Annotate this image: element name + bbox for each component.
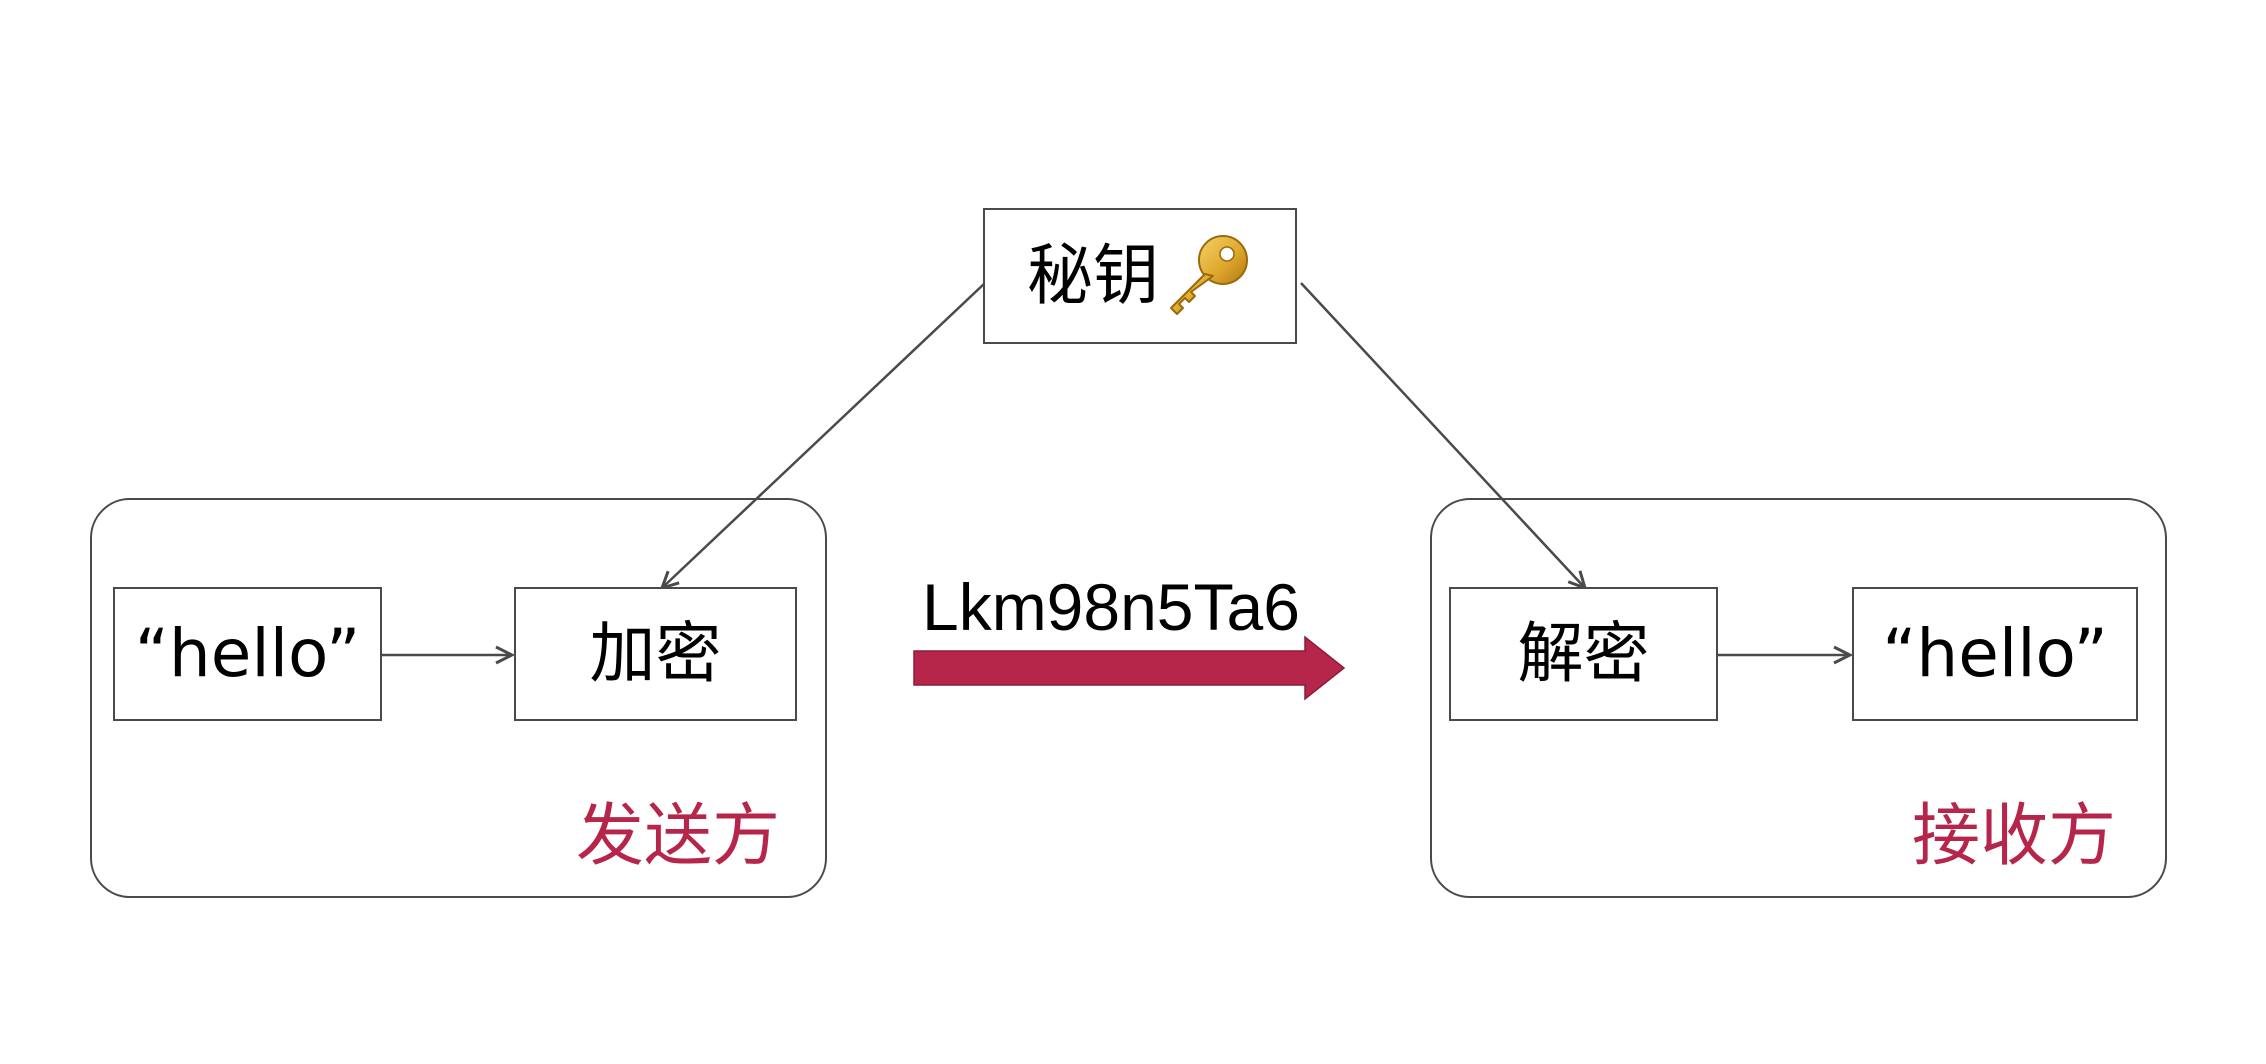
receiver-group (1430, 498, 2167, 898)
key-box: 秘钥 (983, 208, 1297, 344)
key-icon (1161, 230, 1253, 322)
ciphertext-label: Lkm98n5Ta6 (922, 570, 1300, 644)
transmission-arrow (913, 635, 1346, 701)
sender-plaintext-box: “hello” (113, 587, 382, 721)
sender-group (90, 498, 827, 898)
sender-plaintext-label: “hello” (134, 615, 361, 692)
decrypt-label: 解密 (1517, 615, 1650, 692)
receiver-role-label: 接收方 (1912, 797, 2117, 876)
encrypt-label: 加密 (589, 615, 722, 692)
receiver-plaintext-box: “hello” (1852, 587, 2138, 721)
key-to-encrypt-connector (662, 282, 986, 588)
sender-role-label: 发送方 (576, 797, 781, 876)
key-label: 秘钥 (1027, 237, 1159, 314)
decrypt-box: 解密 (1449, 587, 1718, 721)
key-to-decrypt-connector (1300, 282, 1585, 588)
encrypt-box: 加密 (514, 587, 797, 721)
receiver-plaintext-label: “hello” (1882, 615, 2108, 692)
